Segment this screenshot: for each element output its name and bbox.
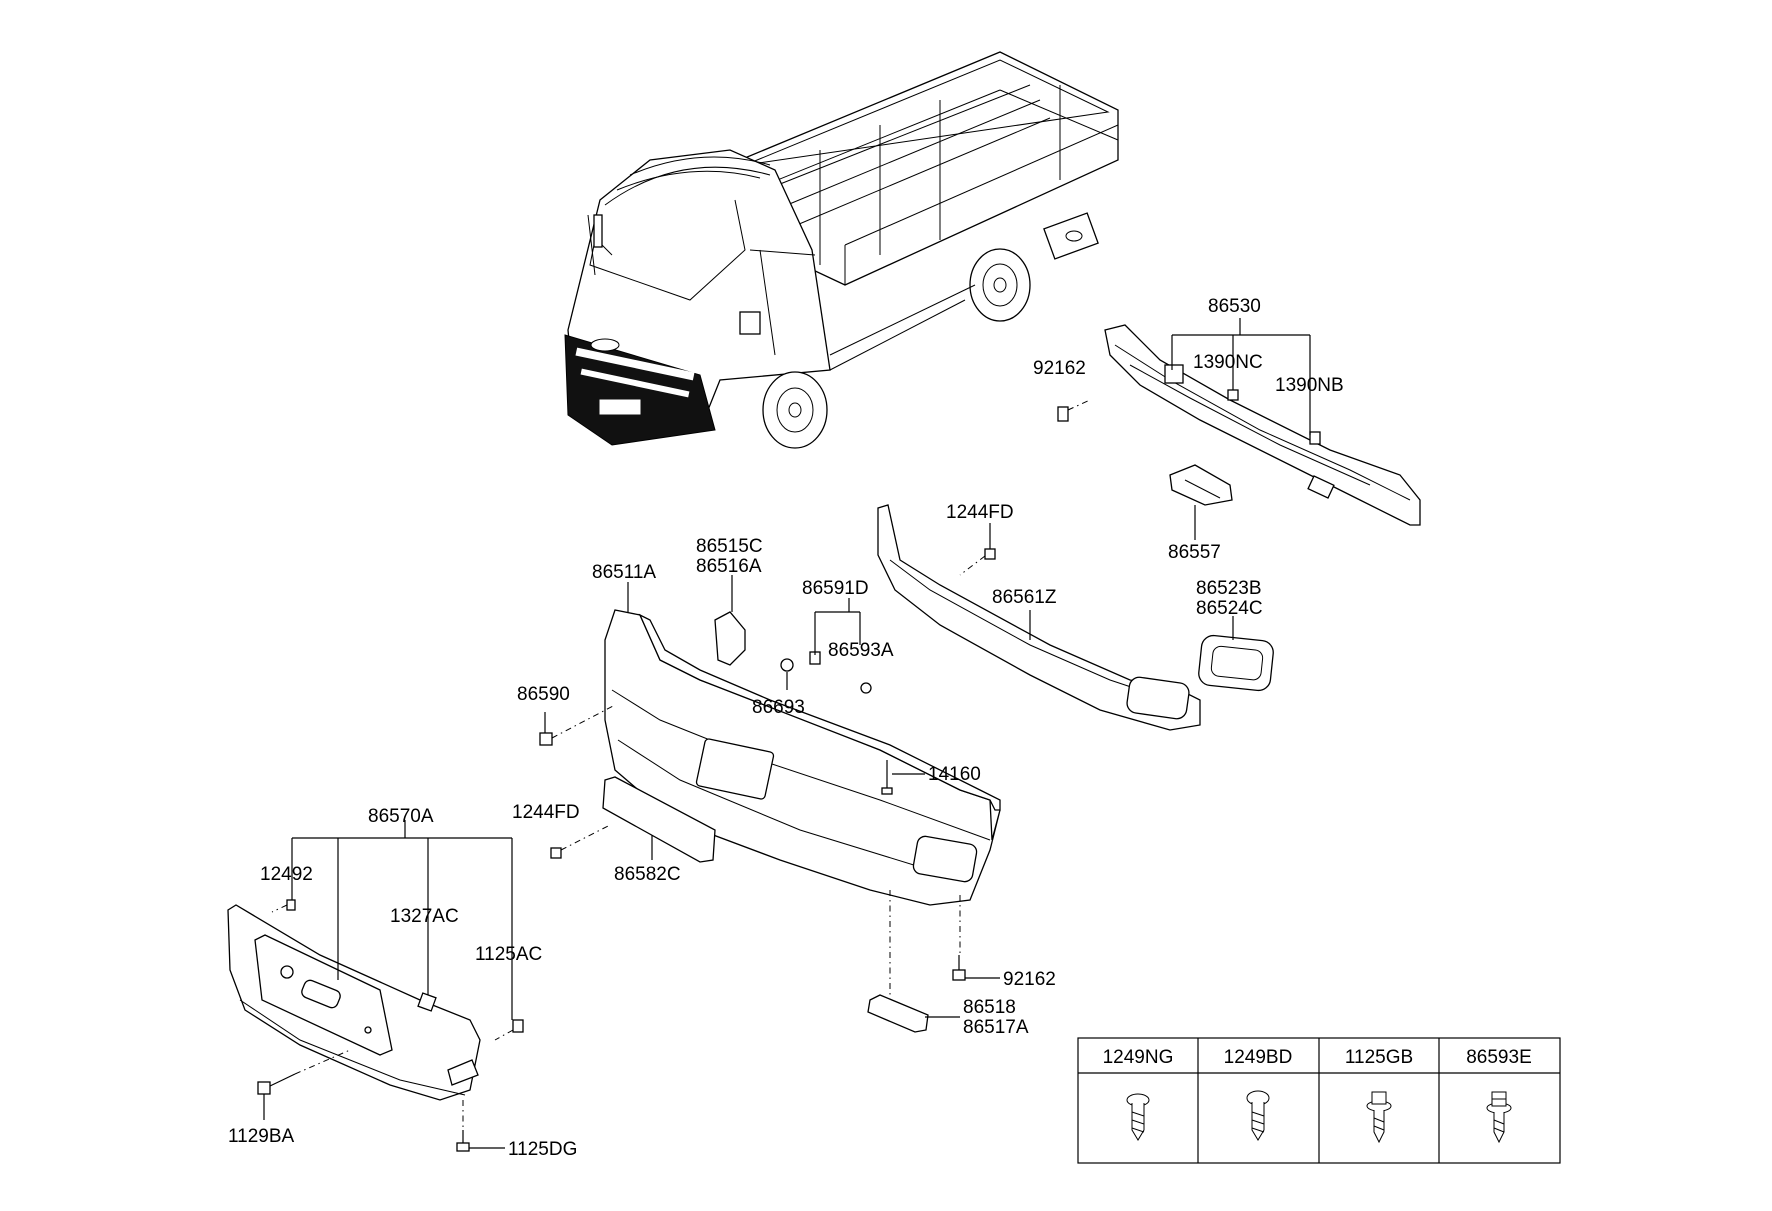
callout-1244FD-top: 1244FD <box>946 502 1014 523</box>
callout-12492: 12492 <box>260 864 313 885</box>
fastener-legend-table: 1249NG 1249BD 1125GB 86593E <box>1077 1037 1561 1164</box>
callout-1244FD-mid: 1244FD <box>512 802 580 823</box>
callout-1390NB: 1390NB <box>1275 375 1344 396</box>
callout-86557: 86557 <box>1168 542 1221 563</box>
screw-1125GB-icon <box>1366 1091 1392 1144</box>
fasteners <box>257 389 1321 1152</box>
callout-86518: 86518 <box>963 997 1016 1018</box>
main-bumper-86511A <box>604 609 1001 906</box>
callout-86516A: 86516A <box>696 556 762 577</box>
legend-header-1249BD: 1249BD <box>1224 1047 1293 1068</box>
callout-1390NC: 1390NC <box>1193 352 1263 373</box>
callout-86530: 86530 <box>1208 296 1261 317</box>
callout-14160: 14160 <box>928 764 981 785</box>
lower-grille-86570A <box>227 904 481 1101</box>
callout-86593A: 86593A <box>828 640 894 661</box>
callout-labels: 86530 92162 1390NC 1390NB 86557 1244FD 8… <box>228 296 1344 1160</box>
callout-86693: 86693 <box>752 697 805 718</box>
callout-1129BA: 1129BA <box>228 1126 295 1147</box>
callout-1125AC: 1125AC <box>475 944 542 965</box>
license-bracket-86582C <box>602 776 716 863</box>
callout-86523B: 86523B <box>1196 578 1262 599</box>
callout-86561Z: 86561Z <box>992 587 1057 608</box>
legend-header-1249NG: 1249NG <box>1103 1047 1174 1068</box>
truck-illustration <box>564 51 1119 449</box>
bumper-reinforcement-86530 <box>1104 324 1421 526</box>
legend-header-86593E: 86593E <box>1466 1047 1532 1068</box>
leader-lines <box>263 318 1311 1149</box>
callout-86517A: 86517A <box>963 1017 1029 1038</box>
screw-86593E-icon <box>1486 1091 1512 1144</box>
callout-86570A: 86570A <box>368 806 434 827</box>
callout-86590: 86590 <box>517 684 570 705</box>
strip-86518 <box>867 994 929 1033</box>
callout-86515C: 86515C <box>696 536 763 557</box>
callout-86582C: 86582C <box>614 864 681 885</box>
screw-1249BD-icon <box>1246 1090 1270 1141</box>
legend-header-1125GB: 1125GB <box>1345 1047 1413 1068</box>
lower-panel-86561Z <box>877 504 1274 731</box>
callout-86511A: 86511A <box>592 562 656 583</box>
screw-1249NG-icon <box>1126 1093 1150 1141</box>
callout-92162-top: 92162 <box>1033 358 1086 379</box>
callout-92162-low: 92162 <box>1003 969 1056 990</box>
callout-86524C: 86524C <box>1196 598 1263 619</box>
callout-86591D: 86591D <box>802 578 869 599</box>
callout-1125DG: 1125DG <box>508 1139 577 1160</box>
callout-1327AC: 1327AC <box>390 906 459 927</box>
